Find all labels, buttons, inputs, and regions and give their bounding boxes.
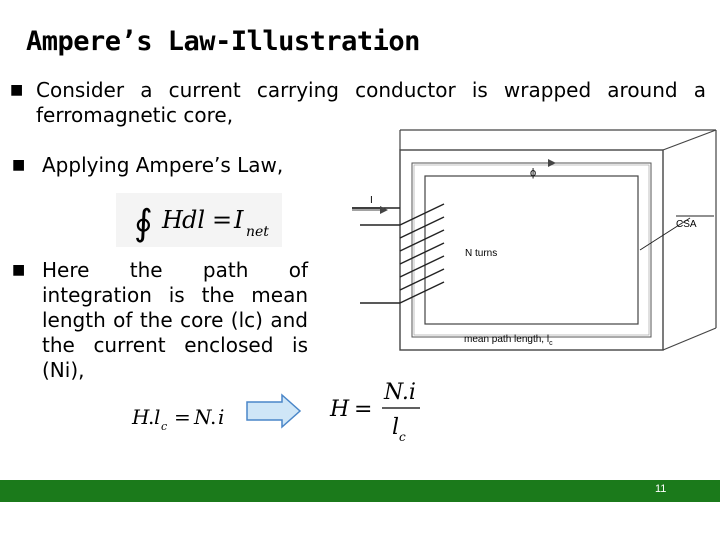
eq-den-sub: c xyxy=(399,430,406,444)
bullet-square-icon: ■ xyxy=(12,262,26,278)
eq-equals: = xyxy=(174,405,191,429)
eq-H: H xyxy=(131,405,150,429)
eq-dl: dl xyxy=(182,206,205,234)
product-equation: H . l c = N . i xyxy=(130,398,240,442)
eq-sub-c: c xyxy=(161,420,167,433)
page-number: 11 xyxy=(655,483,667,495)
eq-denominator: l xyxy=(392,415,399,440)
bullet-square-icon: ■ xyxy=(10,82,24,98)
bullet-square-icon: ■ xyxy=(12,157,26,173)
integral-sign: ∮ xyxy=(134,203,153,244)
csa-pointer xyxy=(639,217,691,251)
turns-label: N turns xyxy=(465,248,497,259)
eq-dot: . xyxy=(210,405,216,429)
bullet-path: ■ Here the path of integration is the me… xyxy=(12,258,308,383)
arrow-shape xyxy=(246,393,302,429)
eq-i: i xyxy=(218,405,224,429)
slide-title: Ampere’s Law-Illustration xyxy=(26,26,420,57)
core-window xyxy=(424,175,639,325)
eq-H: H xyxy=(161,206,184,234)
bullet-text: Applying Ampere’s Law, xyxy=(42,153,284,177)
eq-equals: = xyxy=(354,397,372,422)
eq-H: H xyxy=(329,397,350,422)
bullet-text: Consider a current carrying conductor is… xyxy=(36,78,706,127)
footer-bar xyxy=(0,480,720,502)
mean-path-label: mean path length, lc xyxy=(464,334,553,347)
eq-dot: . xyxy=(148,405,154,429)
bullet-ampere: ■ Applying Ampere’s Law, xyxy=(12,153,284,178)
coil-windings xyxy=(360,203,445,304)
eq-equals: = xyxy=(212,206,232,234)
eq-l: l xyxy=(154,405,160,429)
bullet-conductor: ■ Consider a current carrying conductor … xyxy=(10,78,706,128)
core-figure: ϕ I N turns CSA mean path length, lc xyxy=(340,128,720,357)
current-label: I xyxy=(370,195,373,206)
eq-numerator: N.i xyxy=(383,380,416,405)
implies-arrow xyxy=(246,393,302,433)
integral-equation: ∮ H dl = I net xyxy=(116,193,282,247)
flux-symbol: ϕ xyxy=(530,167,536,179)
result-equation: H = N.i l c xyxy=(328,372,428,452)
eq-N: N xyxy=(193,405,213,429)
eq-I: I xyxy=(233,206,244,234)
csa-label: CSA xyxy=(676,219,697,230)
bullet-text: Here the path of integration is the mean… xyxy=(42,258,308,382)
eq-net: net xyxy=(246,224,269,240)
